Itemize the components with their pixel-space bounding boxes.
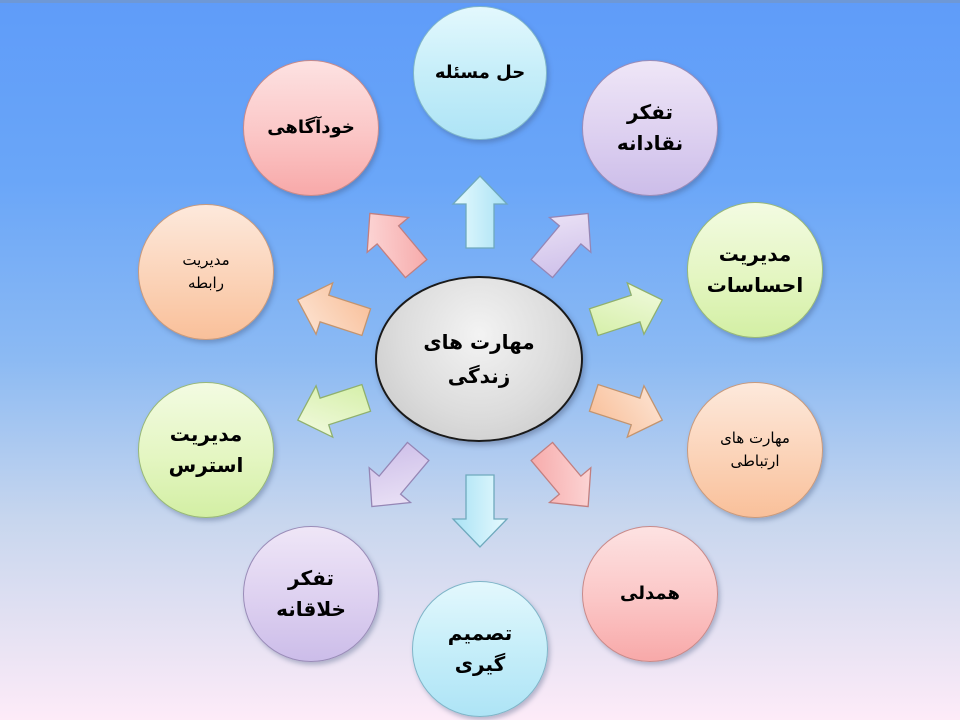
node-label-line-1: تفکر — [627, 100, 673, 124]
node-emotion-management: مدیریت احساسات — [687, 202, 823, 338]
node-problem-solving: حل مسئله — [413, 6, 547, 140]
node-label-line-2: رابطه — [188, 274, 224, 292]
node-self-awareness: خودآگاهی — [243, 60, 379, 196]
node-label-line-1: تصمیم — [447, 621, 513, 645]
arrow-to-relationship-management — [288, 273, 376, 349]
arrow-to-creative-thinking — [350, 433, 440, 525]
node-label-line-2: نقادانه — [616, 131, 684, 155]
arrow-to-critical-thinking — [520, 195, 610, 287]
arrow-to-self-awareness — [348, 195, 438, 287]
node-critical-thinking: تفکر نقادانه — [582, 60, 718, 196]
node-label-line-1: مدیریت — [182, 250, 230, 269]
node-label-line-1: تفکر — [288, 566, 334, 590]
node-label: حل مسئله — [434, 62, 526, 84]
node-label-line-2: استرس — [168, 453, 244, 477]
node-label: همدلی — [620, 583, 680, 605]
arrow-to-empathy — [520, 433, 610, 525]
arrow-to-decision-making — [452, 474, 508, 548]
center-line-1: مهارت های — [423, 330, 535, 354]
arrow-to-stress-management — [288, 371, 376, 447]
node-relationship-management: مدیریت رابطه — [138, 204, 274, 340]
node-label: خودآگاهی — [267, 117, 355, 139]
node-creative-thinking: تفکر خلاقانه — [243, 526, 379, 662]
arrow-to-problem-solving — [452, 175, 508, 249]
node-empathy: همدلی — [582, 526, 718, 662]
node-label-line-1: مدیریت — [169, 422, 243, 446]
node-label-line-2: گیری — [454, 652, 506, 676]
arrow-to-emotion-management — [584, 273, 672, 349]
node-label-line-1: مهارت های — [720, 428, 790, 447]
node-decision-making: تصمیم گیری — [412, 581, 548, 717]
center-line-2: زندگی — [447, 364, 511, 388]
node-label-line-2: احساسات — [706, 273, 804, 297]
node-communication-skills: مهارت های ارتباطی — [687, 382, 823, 518]
arrow-to-communication-skills — [584, 371, 672, 447]
node-label-line-1: مدیریت — [718, 242, 792, 266]
node-stress-management: مدیریت استرس — [138, 382, 274, 518]
node-label-line-2: خلاقانه — [276, 597, 346, 621]
center-node-life-skills: مهارت های زندگی — [375, 276, 583, 442]
top-border-line — [0, 0, 960, 3]
node-label-line-2: ارتباطی — [730, 452, 780, 470]
